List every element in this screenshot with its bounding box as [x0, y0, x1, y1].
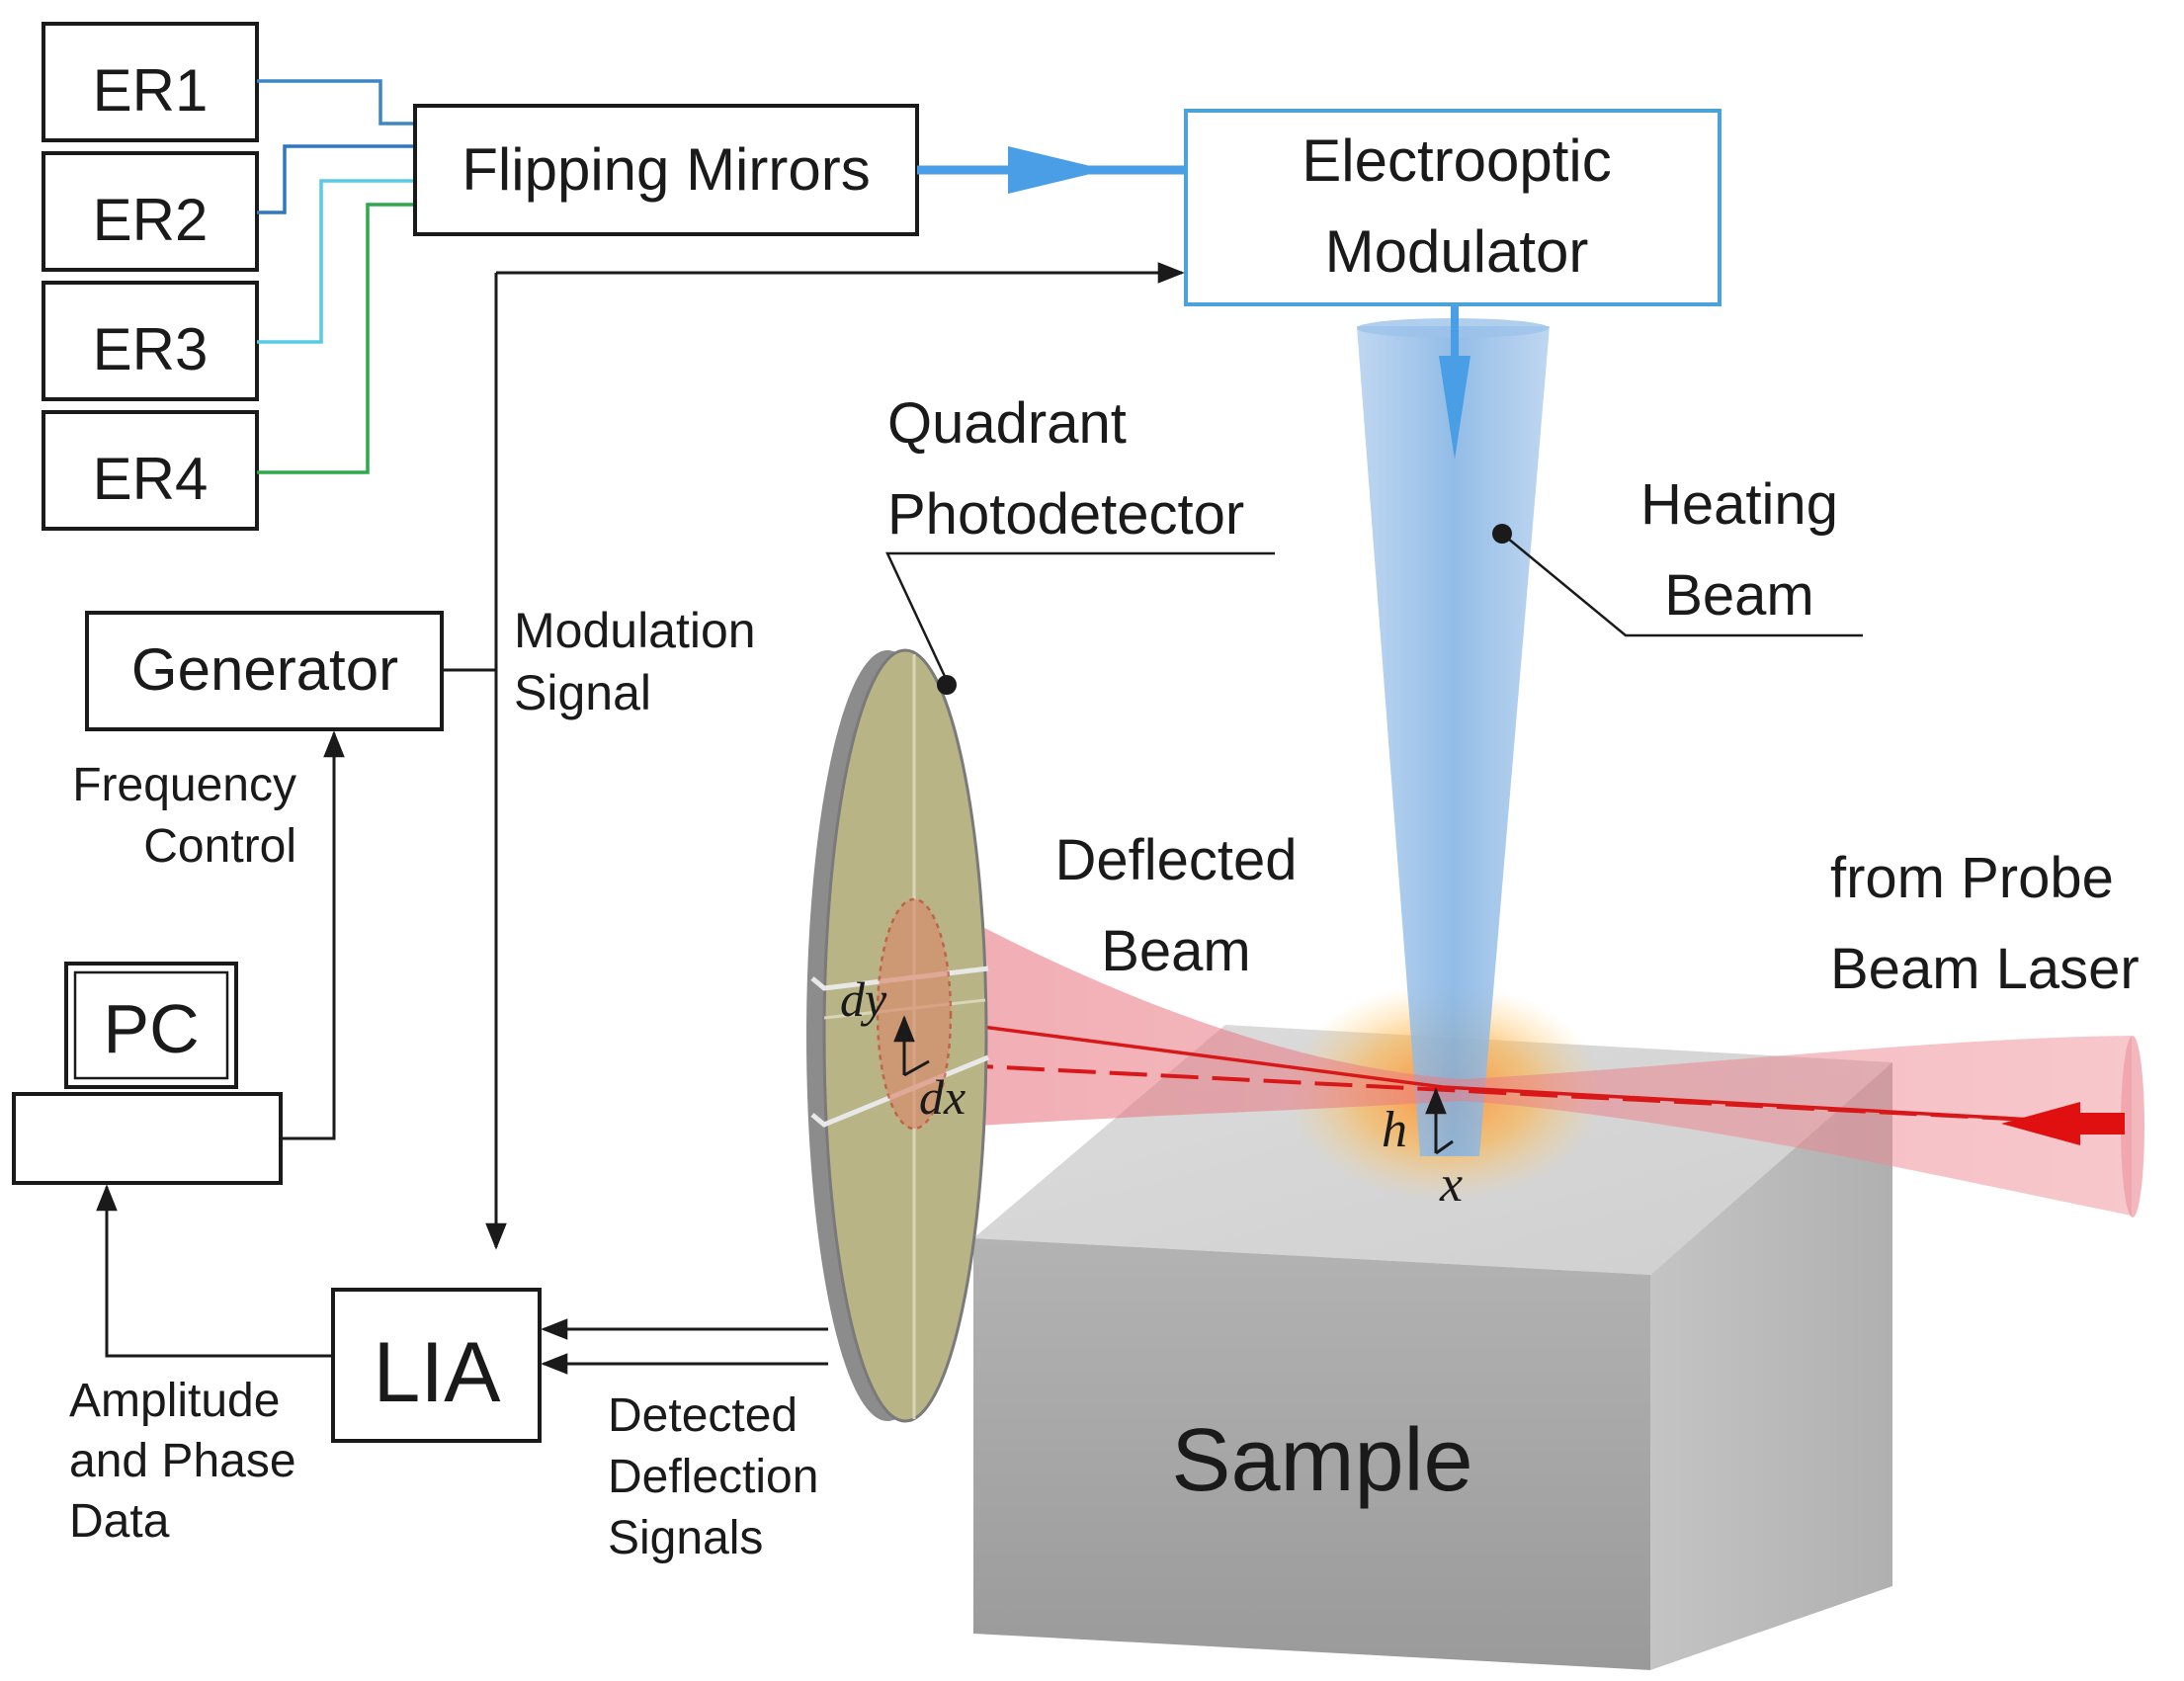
- lia-box: LIA: [331, 1288, 542, 1443]
- svg-text:Modulation: Modulation: [514, 603, 756, 658]
- dx-arrow: [903, 1059, 930, 1077]
- frequency-control-label: Frequency Control: [72, 759, 296, 873]
- h-symbol: h: [1382, 1102, 1407, 1158]
- quadrant-photodetector-label: Quadrant Photodetector: [885, 391, 1275, 686]
- wire-er3: [257, 179, 415, 344]
- quadrant-photodetector: [806, 648, 989, 1423]
- laser-source-er1: ER1: [42, 22, 259, 142]
- laser-source-er2: ER2: [42, 151, 259, 272]
- svg-text:Beam: Beam: [1664, 563, 1814, 628]
- svg-text:from Probe: from Probe: [1830, 846, 2114, 910]
- electrooptic-modulator-box: Electrooptic Modulator: [1184, 109, 1722, 306]
- probe-deflected-ray: [898, 1014, 2106, 1126]
- svg-text:and Phase: and Phase: [69, 1435, 296, 1487]
- svg-text:Signals: Signals: [608, 1512, 763, 1564]
- probe-laser-label: from Probe Beam Laser: [1830, 846, 2140, 1001]
- probe-beam: [894, 880, 2144, 1218]
- detector-pointer-dot: [937, 675, 957, 695]
- flipping-mirrors-label: Flipping Mirrors: [462, 136, 870, 203]
- svg-text:Beam Laser: Beam Laser: [1830, 937, 2140, 1001]
- svg-text:ER1: ER1: [93, 57, 209, 124]
- probe-source-arrow: [2001, 1102, 2125, 1145]
- amplitude-phase-wire: [96, 1184, 333, 1358]
- eom-label-line2: Modulator: [1325, 218, 1589, 285]
- svg-text:Quadrant: Quadrant: [887, 391, 1127, 456]
- pc-base: [12, 1092, 283, 1185]
- sample-front-face: [973, 1238, 1650, 1670]
- svg-text:Detected: Detected: [608, 1389, 798, 1442]
- x-arrow: [1435, 1139, 1454, 1155]
- probe-beam-exit-ellipse: [2121, 1036, 2144, 1218]
- laser-source-er4: ER4: [42, 410, 259, 531]
- svg-text:Beam: Beam: [1101, 919, 1251, 983]
- probe-beam-cone: [894, 880, 2132, 1216]
- pc-monitor-inner: [73, 970, 229, 1080]
- laser-source-er3: ER3: [42, 281, 259, 401]
- flipping-mirrors-box: Flipping Mirrors: [413, 104, 919, 236]
- svg-text:Photodetector: Photodetector: [887, 482, 1244, 546]
- modulation-signal-label: Modulation Signal: [514, 603, 756, 720]
- generator-label: Generator: [131, 636, 398, 703]
- beam-arrow-to-modulator: [917, 146, 1186, 194]
- sample-label: Sample: [1171, 1411, 1472, 1510]
- lia-label: LIA: [373, 1325, 501, 1420]
- svg-text:Data: Data: [69, 1495, 170, 1548]
- frequency-control-wire: [281, 730, 345, 1140]
- heating-beam-arrow-head: [1439, 356, 1470, 460]
- svg-text:Control: Control: [143, 820, 296, 873]
- svg-text:Deflection: Deflection: [608, 1451, 818, 1503]
- laser-source-stack: ER1 ER2 ER3 ER4: [42, 22, 259, 531]
- sample-side-face: [1650, 1062, 1892, 1670]
- deflected-beam-label: Deflected Beam: [1054, 828, 1297, 983]
- laser-fibre-wires: [257, 79, 415, 474]
- wire-er2: [257, 144, 415, 214]
- wire-er1: [257, 79, 415, 126]
- svg-text:Signal: Signal: [514, 665, 651, 720]
- svg-text:ER4: ER4: [93, 446, 209, 512]
- modulation-signal-wires: [442, 262, 1185, 1250]
- deflection-signal-wires: [541, 1318, 828, 1375]
- pc-label: PC: [103, 990, 199, 1067]
- eom-label-line1: Electrooptic: [1302, 127, 1611, 194]
- dx-symbol: dx: [919, 1069, 966, 1125]
- generator-box: Generator: [85, 611, 444, 731]
- svg-text:ER2: ER2: [93, 187, 209, 253]
- heating-beam-label: Heating Beam: [1492, 472, 1863, 637]
- svg-text:Deflected: Deflected: [1054, 828, 1297, 892]
- svg-text:ER3: ER3: [93, 316, 209, 382]
- svg-text:Heating: Heating: [1640, 472, 1838, 537]
- detected-signals-label: Detected Deflection Signals: [608, 1389, 818, 1564]
- wire-er4: [257, 203, 415, 474]
- svg-text:Frequency: Frequency: [72, 759, 296, 811]
- displacement-marks: dy dx h x: [840, 971, 1463, 1213]
- amplitude-phase-label: Amplitude and Phase Data: [69, 1375, 296, 1548]
- pc-computer: PC: [12, 962, 283, 1185]
- svg-text:Amplitude: Amplitude: [69, 1375, 280, 1427]
- beam-spot-on-detector: [876, 897, 953, 1131]
- x-symbol: x: [1439, 1156, 1463, 1213]
- dy-symbol: dy: [840, 971, 887, 1027]
